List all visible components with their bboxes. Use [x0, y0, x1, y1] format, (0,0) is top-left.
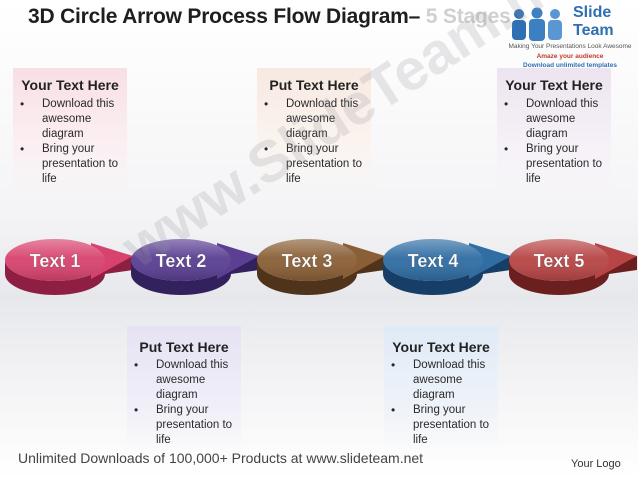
stage-label: Text 3 — [282, 251, 333, 271]
text-card-4: Put Text Here Download this awesome diag… — [127, 326, 241, 450]
stage-circle-shine — [5, 239, 105, 281]
stage-arrow-tip — [217, 243, 259, 279]
stage-arrow-side — [509, 256, 637, 295]
stage-arrow-3: Text 3 — [257, 239, 385, 295]
card-bullet-item: Download this awesome diagram — [257, 97, 367, 142]
card-bullet-item: Download this awesome diagram — [384, 358, 494, 403]
stage-arrow-tip — [595, 243, 637, 279]
page-title: 3D Circle Arrow Process Flow Diagram– 5 … — [28, 5, 511, 29]
card-title: Your Text Here — [21, 77, 119, 93]
card-bullets: Download this awesome diagram Bring your… — [257, 97, 367, 187]
people-icon — [512, 7, 562, 41]
stage-arrow-tip — [91, 243, 133, 279]
logo-tagline: Making Your Presentations Look Awesome — [508, 43, 632, 50]
logo-word-team: Team — [573, 22, 614, 39]
text-card-2: Put Text Here Download this awesome diag… — [257, 68, 371, 193]
card-bullet-item: Bring your presentation to life — [13, 142, 123, 187]
card-title: Put Text Here — [139, 339, 229, 355]
card-title: Your Text Here — [505, 77, 603, 93]
footer-text: Unlimited Downloads of 100,000+ Products… — [18, 450, 424, 466]
text-card-5: Your Text Here Download this awesome dia… — [384, 326, 498, 450]
card-bullets: Download this awesome diagram Bring your… — [497, 97, 607, 187]
card-bullet-item: Bring your presentation to life — [127, 403, 237, 448]
stage-arrow-side — [5, 256, 133, 295]
title-main: 3D Circle Arrow Process Flow Diagram– — [28, 5, 426, 28]
card-bullet-item: Bring your presentation to life — [257, 142, 367, 187]
stage-arrow-side — [131, 256, 259, 295]
stage-label: Text 1 — [30, 251, 81, 271]
stage-arrow-tip — [343, 243, 385, 279]
card-bullet-item: Bring your presentation to life — [384, 403, 494, 448]
stage-label: Text 2 — [156, 251, 207, 271]
logo-word-slide: Slide — [573, 4, 612, 21]
stage-circle-shine — [257, 239, 357, 281]
stage-arrow-1: Text 1 — [5, 239, 133, 295]
card-bullets: Download this awesome diagram Bring your… — [13, 97, 123, 187]
card-title: Put Text Here — [269, 77, 359, 93]
stage-arrow-4: Text 4 — [383, 239, 511, 295]
text-card-3: Your Text Here Download this awesome dia… — [497, 68, 611, 193]
card-bullet-item: Download this awesome diagram — [13, 97, 123, 142]
your-logo-text: Your Logo — [571, 458, 621, 470]
stage-arrow-side — [383, 256, 511, 295]
stage-circle-shine — [131, 239, 231, 281]
stage-label: Text 5 — [534, 251, 585, 271]
stage-circle-shine — [383, 239, 483, 281]
text-card-1: Your Text Here Download this awesome dia… — [13, 68, 127, 193]
card-title: Your Text Here — [392, 339, 490, 355]
logo-download-text: Download unlimited templates — [523, 62, 617, 69]
stage-arrow-2: Text 2 — [131, 239, 259, 295]
title-stages: 5 Stages — [425, 5, 511, 28]
logo-amaze-text: Amaze your audience — [536, 53, 604, 60]
card-bullet-item: Bring your presentation to life — [497, 142, 607, 187]
stage-circle-shine — [509, 239, 609, 281]
card-bullet-item: Download this awesome diagram — [497, 97, 607, 142]
stage-arrow-tip — [469, 243, 511, 279]
card-bullet-item: Download this awesome diagram — [127, 358, 237, 403]
stage-arrow-side — [257, 256, 385, 295]
process-flow-diagram: Text 1 Text 2 Text 3 Text 4 Text 5 — [5, 239, 637, 295]
card-bullets: Download this awesome diagram Bring your… — [127, 358, 237, 448]
stage-label: Text 4 — [408, 251, 459, 271]
stage-arrow-5: Text 5 — [509, 239, 637, 295]
card-bullets: Download this awesome diagram Bring your… — [384, 358, 494, 448]
